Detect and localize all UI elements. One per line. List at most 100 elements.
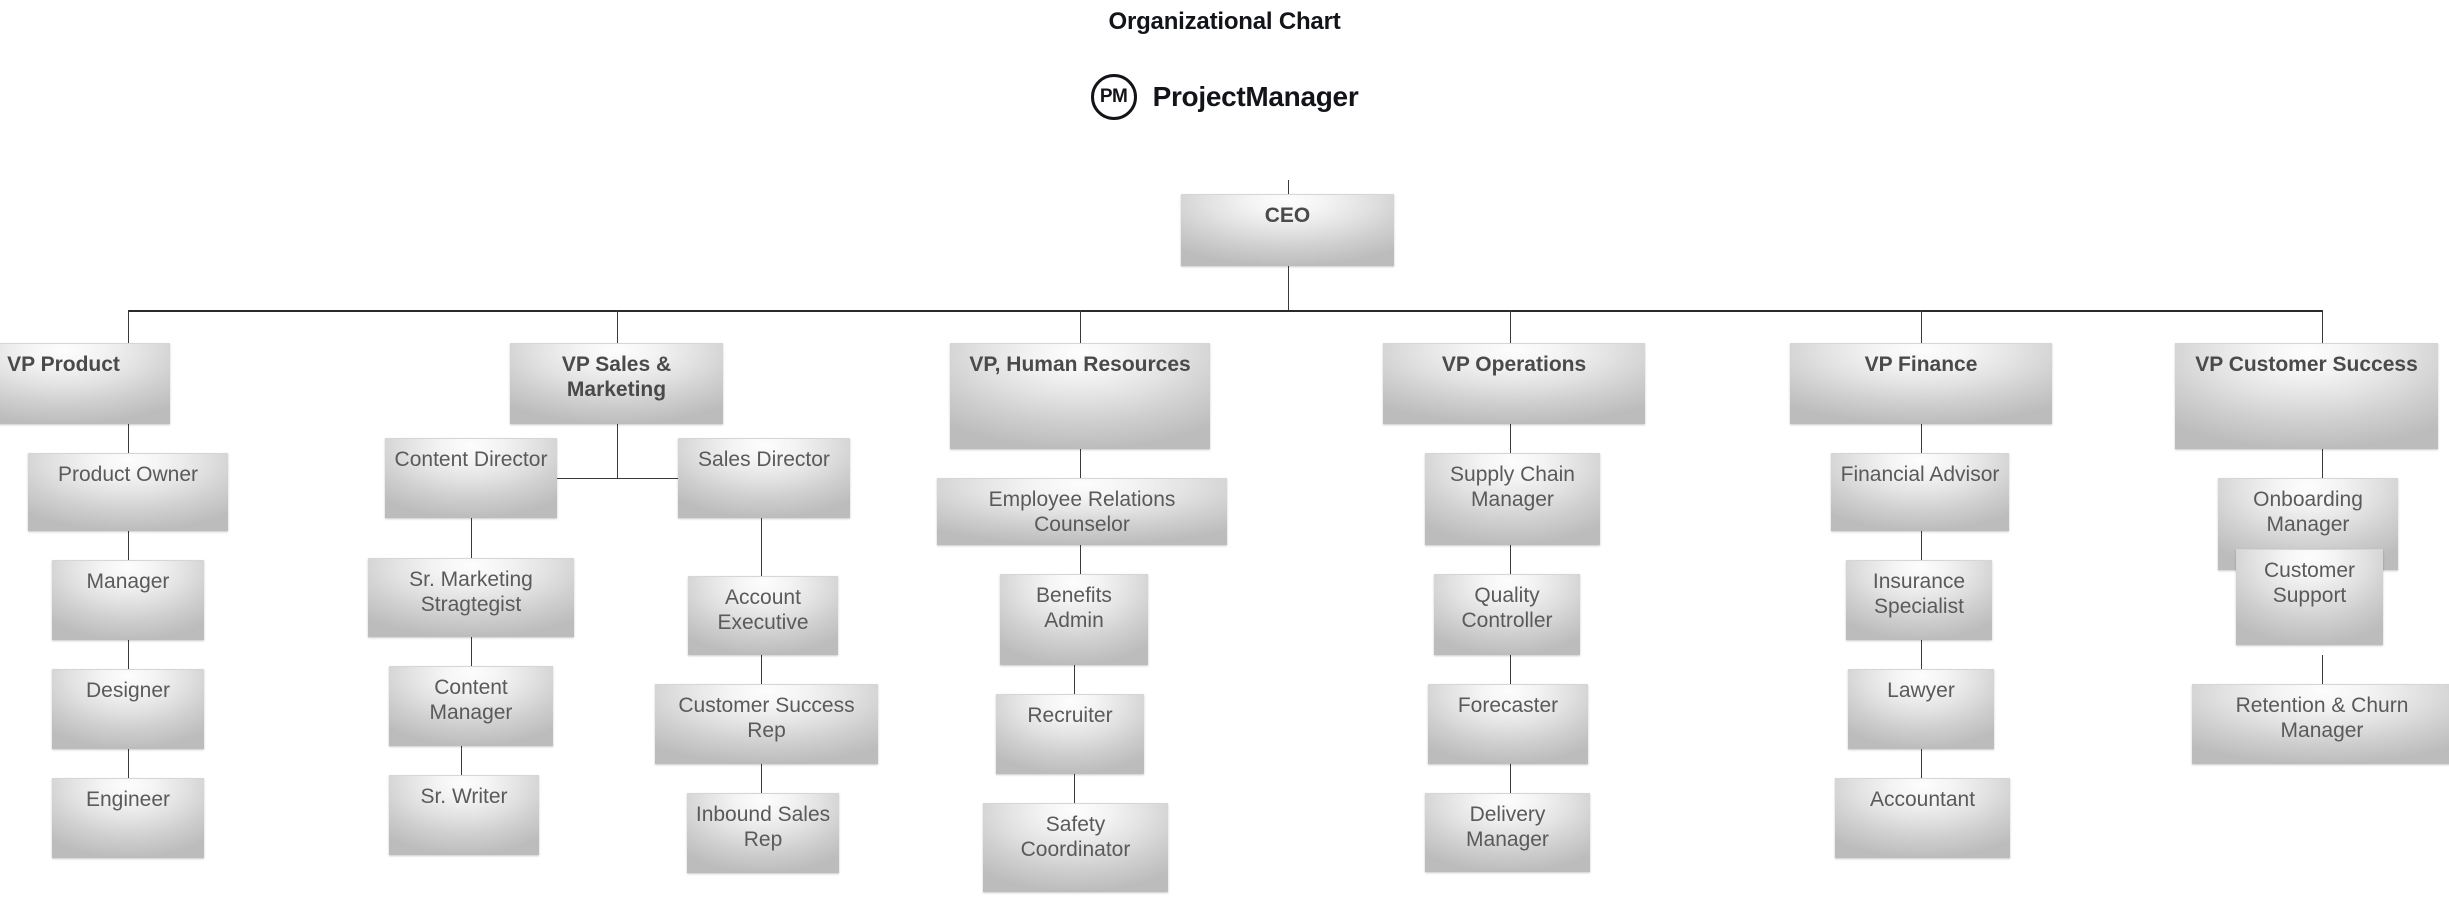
node-label: VP Customer Success — [2195, 353, 2418, 376]
connector-benefits-recruiter — [1074, 665, 1075, 694]
node-label: Quality Controller — [1461, 584, 1553, 632]
connector-vp-bus — [128, 310, 2322, 312]
node-label: VP Sales & Marketing — [561, 353, 672, 401]
node-label: Employee Relations Counselor — [988, 488, 1176, 536]
node-lawyer[interactable]: Lawyer — [1848, 669, 1994, 749]
node-sr-writer[interactable]: Sr. Writer — [389, 775, 539, 855]
node-ceo[interactable]: CEO — [1181, 194, 1394, 266]
node-accountant[interactable]: Accountant — [1835, 778, 2010, 858]
node-label: Customer Success Rep — [678, 694, 855, 742]
node-content-director[interactable]: Content Director — [385, 438, 557, 518]
connector-customersuccessrep-inboundsalesrep — [761, 764, 762, 793]
node-employee-relations-counselor[interactable]: Employee Relations Counselor — [937, 478, 1227, 545]
node-label: Supply Chain Manager — [1450, 463, 1575, 511]
node-vp-product[interactable]: VP Product — [0, 343, 170, 424]
node-label: Delivery Manager — [1466, 803, 1549, 851]
connector-drop-vp-finance — [1921, 310, 1922, 343]
node-sr-marketing-stragtegist[interactable]: Sr. Marketing Stragtegist — [368, 558, 574, 637]
connector-vpcs-onboarding — [2322, 449, 2323, 478]
connector-drop-vp-operations — [1510, 310, 1511, 343]
connector-drop-vp-customer-success — [2322, 310, 2323, 343]
node-vp-operations[interactable]: VP Operations — [1383, 343, 1645, 424]
connector-quality-forecaster — [1510, 655, 1511, 684]
connector-drop-vp-product — [128, 310, 129, 343]
connector-financialadvisor-insurance — [1921, 531, 1922, 560]
node-product-manager[interactable]: Manager — [52, 560, 204, 640]
connector-srmarketing-contentmanager — [471, 637, 472, 666]
node-vp-sales-marketing[interactable]: VP Sales & Marketing — [510, 343, 723, 424]
node-label: Sales Director — [698, 448, 830, 471]
node-account-executive[interactable]: Account Executive — [688, 576, 838, 655]
node-label: Engineer — [85, 788, 171, 811]
node-product-engineer[interactable]: Engineer — [52, 778, 204, 858]
connector-insurance-lawyer — [1921, 640, 1922, 669]
connector-vphr-employeerelations — [1080, 449, 1081, 478]
node-benefits-admin[interactable]: Benefits Admin — [1000, 574, 1148, 665]
node-label: Content Director — [394, 448, 548, 471]
node-label: Onboarding Manager — [2253, 488, 2363, 536]
node-quality-controller[interactable]: Quality Controller — [1434, 574, 1580, 655]
connector-vpfinance-financialadvisor — [1921, 424, 1922, 453]
node-label: Forecaster — [1457, 694, 1559, 717]
node-label: Manager — [86, 570, 170, 593]
page-title: Organizational Chart — [1108, 8, 1341, 35]
connector-designer-engineer — [128, 749, 129, 778]
connector-drop-vp-sales — [617, 310, 618, 343]
connector-recruiter-safety — [1074, 774, 1075, 803]
node-supply-chain-manager[interactable]: Supply Chain Manager — [1425, 453, 1600, 545]
node-label: Insurance Specialist — [1872, 570, 1966, 618]
connector-salesdirector-accountexec — [761, 518, 762, 576]
node-insurance-specialist[interactable]: Insurance Specialist — [1846, 560, 1992, 640]
connector-contentdirector-srmarketing — [471, 518, 472, 558]
connector-sales-branch-bar — [471, 478, 761, 479]
brand-name: ProjectManager — [1152, 81, 1359, 112]
connector-customersupport-retention — [2322, 655, 2323, 684]
connector-accountexec-customersuccessrep — [761, 655, 762, 684]
node-label: Inbound Sales Rep — [695, 803, 831, 851]
node-label: Customer Support — [2263, 559, 2356, 607]
node-label: Retention & Churn Manager — [2235, 694, 2409, 742]
node-delivery-manager[interactable]: Delivery Manager — [1425, 793, 1590, 872]
node-label: Sr. Marketing Stragtegist — [409, 568, 533, 616]
node-product-designer[interactable]: Designer — [52, 669, 204, 749]
node-label: Sr. Writer — [420, 785, 508, 808]
connector-supplychain-quality — [1510, 545, 1511, 574]
node-recruiter[interactable]: Recruiter — [996, 694, 1144, 774]
node-safety-coordinator[interactable]: Safety Coordinator — [983, 803, 1168, 892]
node-vp-human-resources[interactable]: VP, Human Resources — [950, 343, 1210, 449]
node-financial-advisor[interactable]: Financial Advisor — [1831, 453, 2009, 531]
node-label: VP Finance — [1864, 353, 1978, 376]
connector-vpsales-stem — [617, 424, 618, 478]
connector-manager-designer — [128, 640, 129, 669]
node-sales-director[interactable]: Sales Director — [678, 438, 850, 518]
node-content-manager[interactable]: Content Manager — [389, 666, 553, 746]
node-label: Content Manager — [429, 676, 513, 724]
connector-vpops-supplychain — [1510, 424, 1511, 453]
node-label: Safety Coordinator — [1020, 813, 1131, 861]
projectmanager-logo-icon: PM — [1090, 74, 1137, 120]
node-label: VP Operations — [1441, 353, 1587, 376]
connector-lawyer-accountant — [1921, 749, 1922, 778]
node-label: VP Product — [7, 353, 120, 376]
node-retention-churn-manager[interactable]: Retention & Churn Manager — [2192, 684, 2449, 764]
node-customer-support[interactable]: Customer Support — [2236, 549, 2383, 645]
node-label: CEO — [1264, 204, 1311, 227]
connector-employeerelations-benefits — [1080, 545, 1081, 574]
connector-contentmanager-srwriter — [461, 746, 462, 775]
node-vp-finance[interactable]: VP Finance — [1790, 343, 2052, 424]
node-product-owner[interactable]: Product Owner — [28, 453, 228, 531]
node-label: Account Executive — [717, 586, 809, 634]
node-label: Benefits Admin — [1036, 584, 1112, 632]
node-inbound-sales-rep[interactable]: Inbound Sales Rep — [687, 793, 839, 873]
node-label: Accountant — [1869, 788, 1976, 811]
node-label: VP, Human Resources — [969, 353, 1191, 376]
node-vp-customer-success[interactable]: VP Customer Success — [2175, 343, 2438, 449]
node-customer-success-rep[interactable]: Customer Success Rep — [655, 684, 878, 764]
node-forecaster[interactable]: Forecaster — [1428, 684, 1588, 764]
connector-drop-vp-hr — [1080, 310, 1081, 343]
node-label: Financial Advisor — [1840, 463, 2000, 486]
connector-forecaster-delivery — [1510, 764, 1511, 793]
connector-productowner-manager — [128, 531, 129, 560]
connector-vpproduct-productowner — [128, 424, 129, 453]
